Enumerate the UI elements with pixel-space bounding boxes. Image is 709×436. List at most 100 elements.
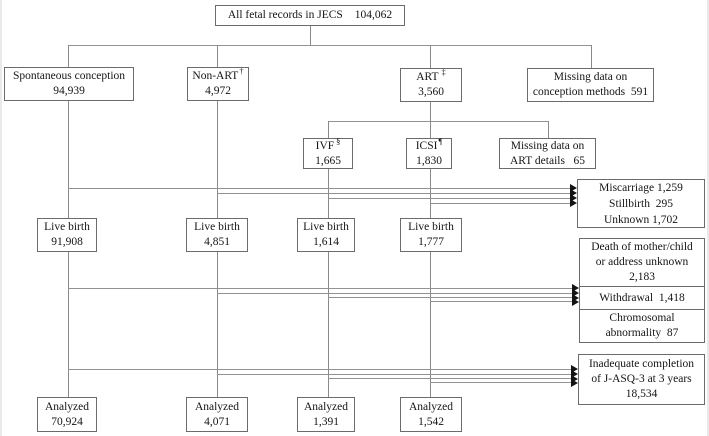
connector-line (68, 45, 592, 46)
box-all-fetal-records: All fetal records in JECS 104,062 (215, 5, 405, 26)
exclusion-line: 18,534 (625, 388, 658, 400)
box-value: 1,542 (418, 415, 444, 428)
box-label: Missing data on (510, 139, 585, 152)
box-live-birth-non-art: Live birth 4,851 (186, 218, 248, 252)
exclusion-line: 2,183 (629, 271, 655, 283)
box-value: conception methods 591 (532, 86, 649, 98)
exclusion-line: Unknown 1,702 (603, 213, 679, 226)
box-exclusions-stack: Death of mother/child or address unknown… (579, 238, 705, 343)
box-label: Live birth (303, 221, 349, 233)
box-label: Live birth (408, 221, 454, 233)
box-value: 70,924 (51, 415, 83, 428)
box-non-art: Non-ART† 4,972 (187, 67, 249, 101)
connector-line (430, 203, 570, 204)
arrowhead-icon (570, 199, 577, 207)
connector-line (68, 188, 570, 189)
box-analyzed-spontaneous: Analyzed 70,924 (37, 397, 97, 432)
box-value: 104,062 (354, 9, 393, 21)
box-label: Analyzed (303, 400, 349, 413)
box-value: 4,972 (205, 85, 231, 97)
connector-line (217, 45, 218, 67)
box-analyzed-ivf: Analyzed 1,391 (297, 397, 355, 432)
connector-line (430, 252, 431, 397)
box-label: Analyzed (44, 400, 90, 413)
box-analyzed-icsi: Analyzed 1,542 (400, 397, 462, 432)
exclusion-line: Withdrawal 1,418 (599, 291, 685, 304)
connector-line (68, 252, 69, 397)
arrowhead-icon (572, 284, 579, 292)
connector-line (328, 297, 572, 298)
connector-line (68, 369, 571, 370)
connector-line (217, 193, 570, 194)
box-value: 3,560 (418, 86, 444, 98)
box-label: ART‡ (416, 67, 446, 83)
connector-line (217, 374, 571, 375)
box-ivf: IVF§ 1,665 (303, 135, 353, 169)
figure-right-edge (707, 0, 709, 436)
connector-line (430, 121, 431, 138)
box-spontaneous-conception: Spontaneous conception 94,939 (4, 67, 134, 101)
connector-line (430, 102, 431, 121)
box-value: ART details 65 (509, 154, 586, 167)
box-label: Live birth (44, 221, 90, 233)
box-value: 4,851 (204, 236, 230, 248)
connector-line (217, 252, 218, 397)
box-death-or-address-unknown: Death of mother/child or address unknown… (580, 239, 704, 286)
box-icsi: ICSI¶ 1,830 (406, 135, 452, 169)
connector-line (68, 45, 69, 67)
arrowhead-icon (571, 379, 578, 387)
box-label: Spontaneous conception (12, 70, 126, 82)
connector-line (548, 121, 549, 138)
arrowhead-icon (571, 365, 578, 373)
connector-line (328, 121, 548, 122)
connector-line (68, 101, 69, 218)
exclusion-line: Death of mother/child (591, 241, 693, 253)
box-value: 1,665 (315, 154, 341, 167)
connector-line (328, 121, 329, 138)
box-chromosomal-abnormality: Chromosomal abnormality 87 (580, 309, 704, 342)
footnote-mark: ‡ (441, 67, 446, 78)
arrowhead-icon (572, 298, 579, 306)
box-value: 1,830 (416, 154, 442, 167)
exclusion-line: Miscarriage 1,259 (599, 181, 683, 194)
box-label: Non-ART† (192, 66, 244, 82)
box-value: 91,908 (51, 236, 83, 248)
figure-left-edge (0, 0, 2, 436)
connector-line (310, 26, 311, 45)
box-label: All fetal records in JECS (227, 9, 343, 21)
box-label: Analyzed (408, 400, 454, 413)
footnote-mark: § (336, 135, 341, 146)
connector-line (591, 45, 592, 68)
box-live-birth-icsi: Live birth 1,777 (400, 218, 462, 252)
connector-line (217, 293, 572, 294)
box-miscarriage-stillbirth-unknown: Miscarriage 1,259 Stillbirth 295 Unknown… (577, 179, 705, 228)
box-value: 4,071 (204, 415, 230, 428)
box-label: IVF§ (315, 135, 341, 152)
exclusion-line: or address unknown (595, 256, 689, 268)
arrowhead-icon (571, 370, 578, 378)
exclusion-line: Chromosomal (609, 312, 675, 324)
arrowhead-icon (570, 194, 577, 202)
box-label: Missing data on (553, 71, 628, 83)
connector-line (430, 45, 431, 68)
connector-line (328, 252, 329, 397)
box-missing-art-details: Missing data on ART details 65 (499, 138, 596, 169)
box-analyzed-non-art: Analyzed 4,071 (186, 397, 248, 432)
box-live-birth-spontaneous: Live birth 91,908 (37, 218, 97, 252)
connector-line (68, 288, 572, 289)
footnote-mark: † (239, 66, 244, 77)
exclusion-line: of J-ASQ-3 at 3 years (591, 373, 692, 385)
connector-line (430, 382, 571, 383)
exclusion-line: Stillbirth 295 (609, 197, 673, 210)
box-value: 1,777 (418, 236, 444, 248)
footnote-mark: ¶ (438, 135, 443, 146)
box-art: ART‡ 3,560 (400, 68, 462, 102)
arrowhead-icon (570, 184, 577, 192)
arrowhead-icon (570, 189, 577, 197)
box-live-birth-ivf: Live birth 1,614 (297, 218, 355, 252)
box-value: 1,614 (313, 236, 339, 248)
box-value: 94,939 (53, 85, 85, 97)
exclusion-line: Inadequate completion (588, 358, 695, 370)
connector-line (430, 301, 572, 302)
